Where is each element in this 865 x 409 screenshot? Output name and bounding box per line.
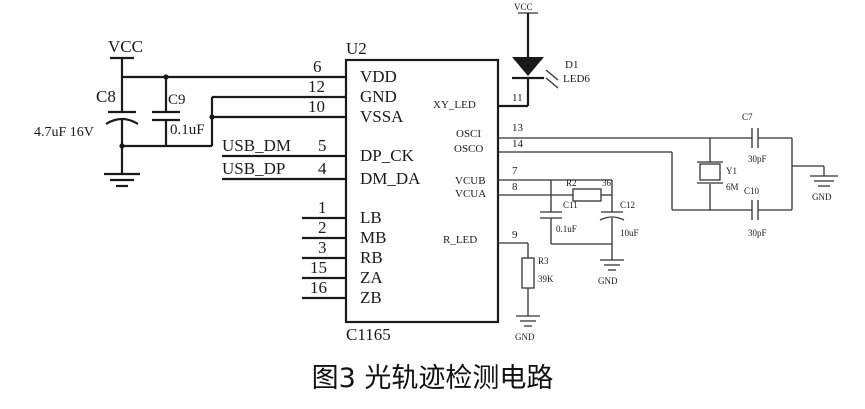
pin-name: RB (360, 248, 383, 267)
vcc-left-label: VCC (108, 37, 143, 56)
c7-ref: C7 (742, 112, 753, 122)
chip-part-label: C1165 (346, 325, 391, 344)
pin-num: 12 (308, 77, 325, 96)
pin-num: 14 (512, 138, 524, 150)
r2-ref: R2 (566, 178, 577, 188)
pin-name: VCUB (455, 175, 486, 187)
pin-num: 6 (313, 57, 322, 76)
pin-name: DM_DA (360, 169, 421, 188)
pin-name: LB (360, 208, 382, 227)
gnd-label-r3: GND (515, 332, 535, 342)
d1-ref: D1 (565, 59, 578, 71)
pin-name: OSCI (456, 128, 481, 140)
gnd-junction-left (119, 143, 125, 149)
resistor-r3 (521, 257, 535, 289)
pin-num: 9 (512, 229, 518, 241)
pin-num: 11 (512, 92, 523, 104)
pin-name: VSSA (360, 107, 404, 126)
vdd-junction (163, 74, 169, 80)
c10-ref: C10 (744, 186, 760, 196)
y1-value: 6M (726, 182, 739, 192)
c8-value: 4.7uF 16V (34, 125, 94, 140)
vcc-top-label: VCC (514, 2, 533, 12)
pin-name: VCUA (455, 188, 486, 200)
usb-dm-label: USB_DM (222, 136, 291, 155)
vssa-junction (209, 114, 215, 120)
pin-num: 7 (512, 165, 518, 177)
gnd-label-mid: GND (598, 276, 618, 286)
pin-num: 10 (308, 97, 325, 116)
c11-ref: C11 (563, 200, 578, 210)
d1-value: LED6 (563, 73, 590, 85)
gnd-label-osc: GND (812, 192, 832, 202)
c9-value: 0.1uF (170, 122, 205, 138)
r2-value: 36 (602, 178, 612, 188)
pin-name: VDD (360, 67, 397, 86)
pin-name: OSCO (454, 143, 483, 155)
pin-num: 8 (512, 181, 518, 193)
pin-num: 5 (318, 136, 327, 155)
c11-value: 0.1uF (556, 224, 577, 234)
c8-plate-bottom (105, 117, 139, 125)
pin-num: 2 (318, 218, 327, 237)
pin-num: 1 (318, 198, 327, 217)
pin-name: ZB (360, 288, 382, 307)
pin-name: GND (360, 87, 397, 106)
chip-body (344, 58, 500, 324)
pin-name: ZA (360, 268, 383, 287)
pin-num: 13 (512, 122, 524, 134)
r3-ref: R3 (538, 256, 549, 266)
pin-num: 15 (310, 258, 327, 277)
pin-name: DP_CK (360, 146, 415, 165)
c9-ref: C9 (168, 92, 186, 108)
pin-num: 4 (318, 159, 327, 178)
figure-caption: 图3 光轨迹检测电路 (311, 363, 554, 394)
crystal-y1 (699, 163, 721, 181)
chip-top-label: U2 (346, 39, 367, 58)
pin-num: 16 (310, 278, 327, 297)
led-d1-symbol (512, 57, 544, 76)
r3-value: 39K (538, 274, 554, 284)
usb-dp-label: USB_DP (222, 159, 285, 178)
c12-ref: C12 (620, 200, 635, 210)
c10-value: 30pF (748, 228, 767, 238)
pin-num: 3 (318, 238, 327, 257)
pin-name: R_LED (443, 234, 477, 246)
pin-name: MB (360, 228, 386, 247)
led-light-arrow (545, 69, 559, 81)
y1-ref: Y1 (726, 166, 737, 176)
c8-ref: C8 (96, 87, 116, 106)
c12-value: 10uF (620, 228, 639, 238)
pin-name: XY_LED (433, 99, 476, 111)
c7-value: 30pF (748, 154, 767, 164)
